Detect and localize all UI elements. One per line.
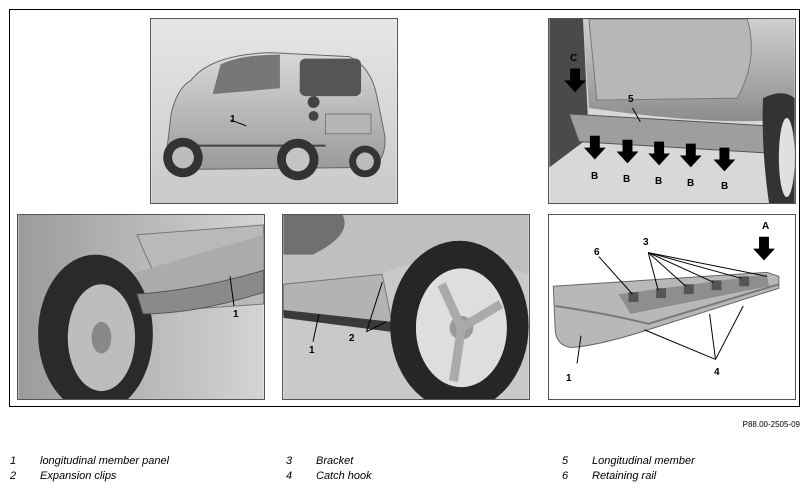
- callout-b: B: [721, 181, 729, 192]
- callout-b: B: [655, 176, 663, 187]
- arrow-c-icon: [564, 68, 586, 93]
- callout-c: C: [570, 53, 578, 64]
- car-overview-illustration: [151, 19, 397, 203]
- photo-longitudinal-member: C 5 B B B B B: [548, 18, 796, 204]
- callout-b: B: [687, 178, 695, 189]
- longitudinal-member-illustration: [549, 19, 795, 203]
- photo-rear-wheel: 2 1: [282, 214, 530, 400]
- front-wheel-illustration: [18, 215, 264, 399]
- member-panel-illustration: [549, 215, 795, 399]
- callout-b: B: [623, 174, 631, 185]
- callout-5: 5: [628, 94, 634, 105]
- photo-front-wheel: 1: [17, 214, 265, 400]
- callout-1: 1: [309, 345, 315, 356]
- rear-wheel-illustration: [283, 215, 529, 399]
- arrow-a-icon: [753, 236, 775, 261]
- callout-3: 3: [643, 237, 649, 248]
- callout-a: A: [762, 221, 770, 232]
- callout-2: 2: [349, 333, 355, 344]
- photo-member-panel: A 6 3 1 4: [548, 214, 796, 400]
- callout-6: 6: [594, 247, 600, 258]
- callout-b: B: [591, 171, 599, 182]
- callout-4: 4: [714, 367, 720, 378]
- callout-1: 1: [566, 373, 572, 384]
- figure-reference: P88.00-2505-09: [742, 420, 800, 429]
- callout-1: 1: [230, 114, 236, 125]
- photo-car-overview: 1: [150, 18, 398, 204]
- callout-1: 1: [233, 309, 239, 320]
